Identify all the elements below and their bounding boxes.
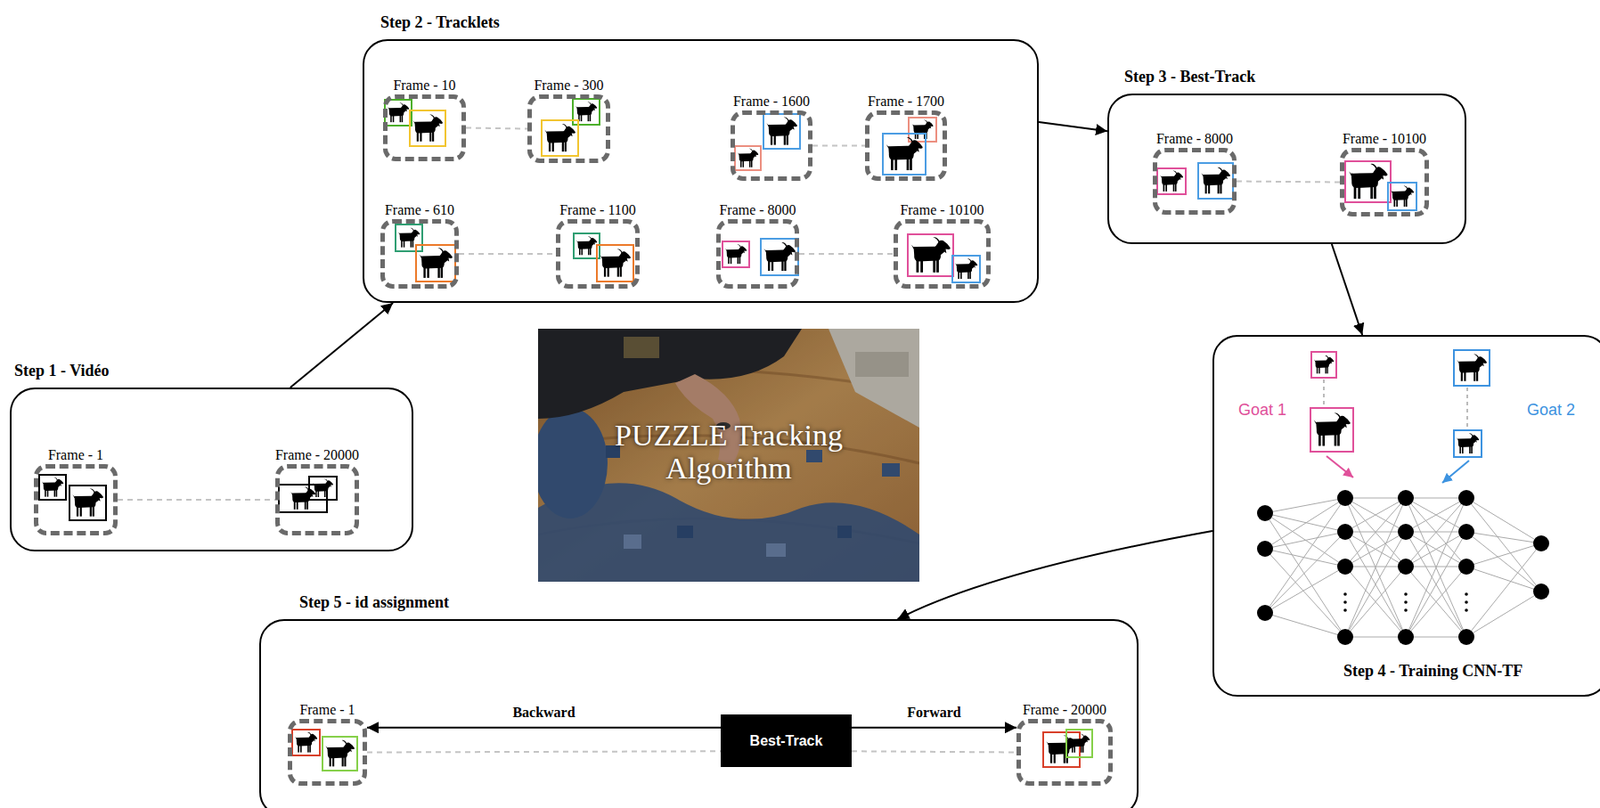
arrow-connector: [1038, 122, 1108, 131]
arrow-connector: [290, 302, 393, 388]
neuron: [1337, 489, 1354, 507]
video-frame: Frame - 10100: [893, 219, 991, 289]
dotted-connector: [367, 751, 721, 752]
neuron: [1397, 558, 1414, 575]
arrow-connector: [1331, 244, 1363, 335]
frame-label: Frame - 1700: [867, 93, 945, 110]
ellipsis-dot: [1343, 592, 1347, 596]
frame-label: Frame - 8000: [718, 202, 796, 219]
video-frame: Frame - 1: [33, 464, 118, 536]
frame-label: Frame - 10100: [899, 202, 984, 219]
step-panel: Step 4 - Training CNN-TF: [1212, 334, 1600, 697]
frame-label: Frame - 8000: [1156, 130, 1233, 147]
video-frame: Frame - 10100: [1339, 147, 1429, 217]
photo-title: PUZZLE Tracking Algorithm: [599, 418, 858, 486]
neuron: [1458, 523, 1475, 540]
best-track-box: Best-Track: [720, 714, 852, 768]
edge-label: Backward: [509, 704, 578, 721]
video-frame: Frame - 1700: [865, 110, 947, 181]
neuron: [1337, 558, 1354, 575]
ellipsis-dot: [1404, 608, 1408, 613]
step-heading: Step 3 - Best-Track: [1124, 67, 1256, 87]
video-frame: Frame - 610: [380, 219, 459, 289]
video-frame: Frame - 20000: [275, 464, 360, 536]
neuron: [1533, 583, 1550, 600]
frame-label: Frame - 1: [299, 702, 355, 719]
video-frame: Frame - 1100: [555, 219, 640, 289]
ellipsis-dot: [1464, 592, 1469, 596]
frame-label: Frame - 20000: [1022, 702, 1107, 719]
step-panel: Step 1 - VidéoFrame - 1Frame - 20000: [9, 387, 414, 552]
video-frame: Frame - 8000: [716, 219, 800, 289]
arrow-connector: [367, 726, 721, 729]
video-frame: Frame - 20000: [1016, 718, 1113, 786]
crop-link: [1323, 379, 1468, 429]
network-links: [1265, 497, 1542, 637]
input-arrow: [1442, 460, 1470, 483]
frame-label: Frame - 10100: [1342, 130, 1427, 147]
photo-panel: PUZZLE Tracking Algorithm: [538, 328, 920, 582]
ellipsis-dot: [1404, 600, 1408, 605]
frame-label: Frame - 1: [48, 447, 104, 464]
frame-label: Frame - 1100: [559, 202, 637, 219]
neuron: [1337, 628, 1354, 645]
neuron: [1533, 535, 1550, 552]
ellipsis-dot: [1404, 592, 1408, 596]
video-frame: Frame - 1: [287, 718, 368, 786]
box-label: Best-Track: [750, 733, 824, 750]
network-neurons: [1257, 489, 1550, 645]
goat-label: Goat 2: [1526, 400, 1576, 420]
dotted-connector: [117, 498, 276, 501]
arrow-connector: [897, 530, 1213, 620]
frame-label: Frame - 10: [392, 77, 456, 94]
dotted-connector: [851, 751, 1017, 752]
neuron: [1458, 558, 1475, 575]
frame-label: Frame - 1600: [733, 93, 810, 110]
dotted-connector: [465, 128, 528, 130]
step-panel: Step 3 - Best-TrackFrame - 8000Frame - 1…: [1107, 93, 1467, 245]
goat-boxes: [39, 98, 1490, 771]
neuron: [1397, 523, 1414, 540]
dotted-connector: [799, 253, 894, 255]
neuron: [1257, 604, 1274, 621]
frame-label: Frame - 20000: [275, 447, 360, 464]
goat-label: Goat 1: [1238, 400, 1287, 420]
ellipsis-dot: [1464, 600, 1469, 605]
neuron: [1458, 489, 1475, 507]
neuron: [1397, 628, 1414, 645]
step-heading: Step 1 - Vidéo: [14, 361, 110, 381]
arrow-connector: [851, 726, 1017, 729]
neuron: [1257, 540, 1274, 557]
step-panel: Step 5 - id assignmentFrame - 1Best-Trac…: [259, 619, 1139, 808]
dotted-connector: [1236, 181, 1340, 183]
ellipsis-dot: [1343, 608, 1347, 613]
puzzle-photo: [538, 328, 920, 582]
neuron: [1397, 489, 1414, 507]
edge-label: Forward: [904, 704, 964, 721]
input-arrow: [1326, 456, 1354, 478]
step-heading: Step 2 - Tracklets: [380, 13, 500, 33]
video-frame: Frame - 8000: [1152, 147, 1237, 215]
video-frame: Frame - 300: [527, 94, 611, 164]
step-panel: Step 2 - TrackletsFrame - 10Frame - 300F…: [362, 39, 1039, 303]
step-heading: Step 5 - id assignment: [299, 593, 449, 613]
dotted-connector: [812, 145, 866, 147]
video-frame: Frame - 1600: [730, 110, 813, 181]
neuron: [1257, 505, 1274, 522]
step-heading: Step 4 - Training CNN-TF: [1343, 661, 1523, 681]
neuron: [1458, 628, 1475, 645]
frame-label: Frame - 300: [533, 77, 604, 94]
video-frame: Frame - 10: [383, 94, 466, 162]
ellipsis-dot: [1343, 600, 1347, 605]
neuron: [1337, 523, 1354, 540]
dotted-connector: [458, 253, 556, 255]
ellipsis-dot: [1464, 608, 1469, 613]
frame-label: Frame - 610: [384, 202, 455, 219]
